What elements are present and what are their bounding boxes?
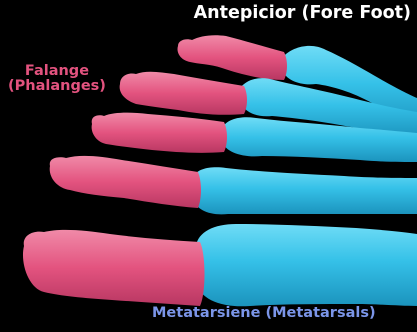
phalanx-4 [50, 156, 201, 208]
page-title: Antepicior (Fore Foot) [194, 4, 411, 22]
phalanx-2 [120, 72, 247, 115]
phalanx-1 [178, 35, 288, 80]
metatarsals-label: Metatarsiene (Metatarsals) [152, 306, 376, 321]
phalanx-3 [92, 113, 227, 153]
metatarsal-4 [192, 167, 417, 214]
phalanges-label-line1: Falange [8, 64, 106, 79]
toe-4 [50, 156, 417, 215]
phalanges-label: Falange (Phalanges) [8, 64, 106, 94]
toe-5 [23, 224, 417, 306]
phalanx-5 [23, 230, 205, 306]
phalanges-label-line2: (Phalanges) [8, 79, 106, 94]
metatarsal-5 [196, 224, 417, 306]
